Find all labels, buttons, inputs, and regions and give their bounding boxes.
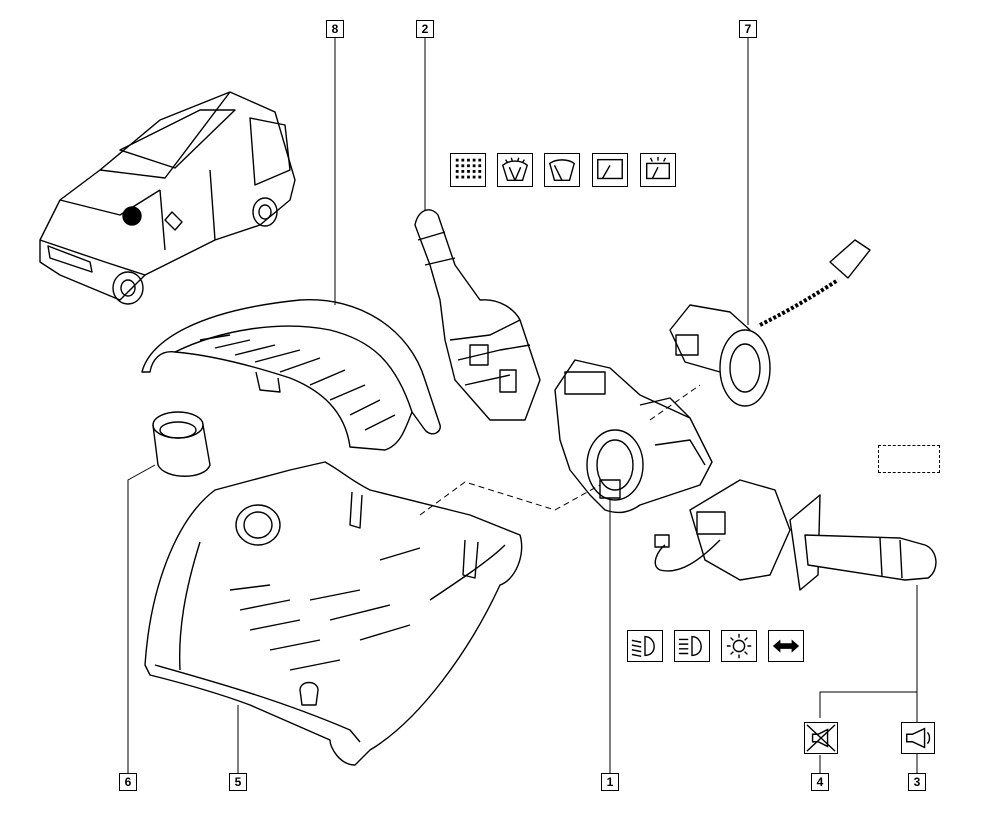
upper-steering-column-cowl: [141, 299, 441, 451]
callout-3: 3: [908, 773, 926, 791]
steering-column-switch-body: [554, 359, 713, 514]
ignition-surround-ring: [152, 411, 211, 477]
wiper-sweep-icon: [544, 153, 580, 187]
callout-6: 6: [119, 773, 137, 791]
leader-line-6: [127, 464, 156, 773]
dipped-beam-icon: [627, 630, 663, 662]
indicator-arrows-icon: [768, 630, 804, 662]
dashed-placeholder-box: [878, 445, 940, 473]
wiper-stalk-switch: [414, 209, 541, 421]
callout-8: 8: [326, 20, 344, 38]
horn-disabled-icon: [804, 722, 838, 754]
callout-7: 7: [739, 20, 757, 38]
horn-icon: [901, 722, 935, 754]
lighting-indicator-stalk: [654, 479, 937, 591]
callout-1: 1: [601, 773, 619, 791]
leader-line-3-branch: [819, 691, 917, 718]
callout-5: 5: [229, 773, 247, 791]
rear-wiper-icon: [592, 153, 628, 187]
screen-wash-icon: [640, 153, 676, 187]
rotary-connector-with-wiring: [669, 239, 871, 407]
rear-wiper-grid-icon: [450, 153, 486, 187]
front-wiper-wash-icon: [497, 153, 533, 187]
vehicle-illustration: [39, 91, 296, 305]
lower-steering-column-cowl: [144, 461, 523, 766]
sidelight-icon: [721, 630, 757, 662]
callout-2: 2: [416, 20, 434, 38]
main-beam-icon: [674, 630, 710, 662]
callout-4: 4: [811, 773, 829, 791]
